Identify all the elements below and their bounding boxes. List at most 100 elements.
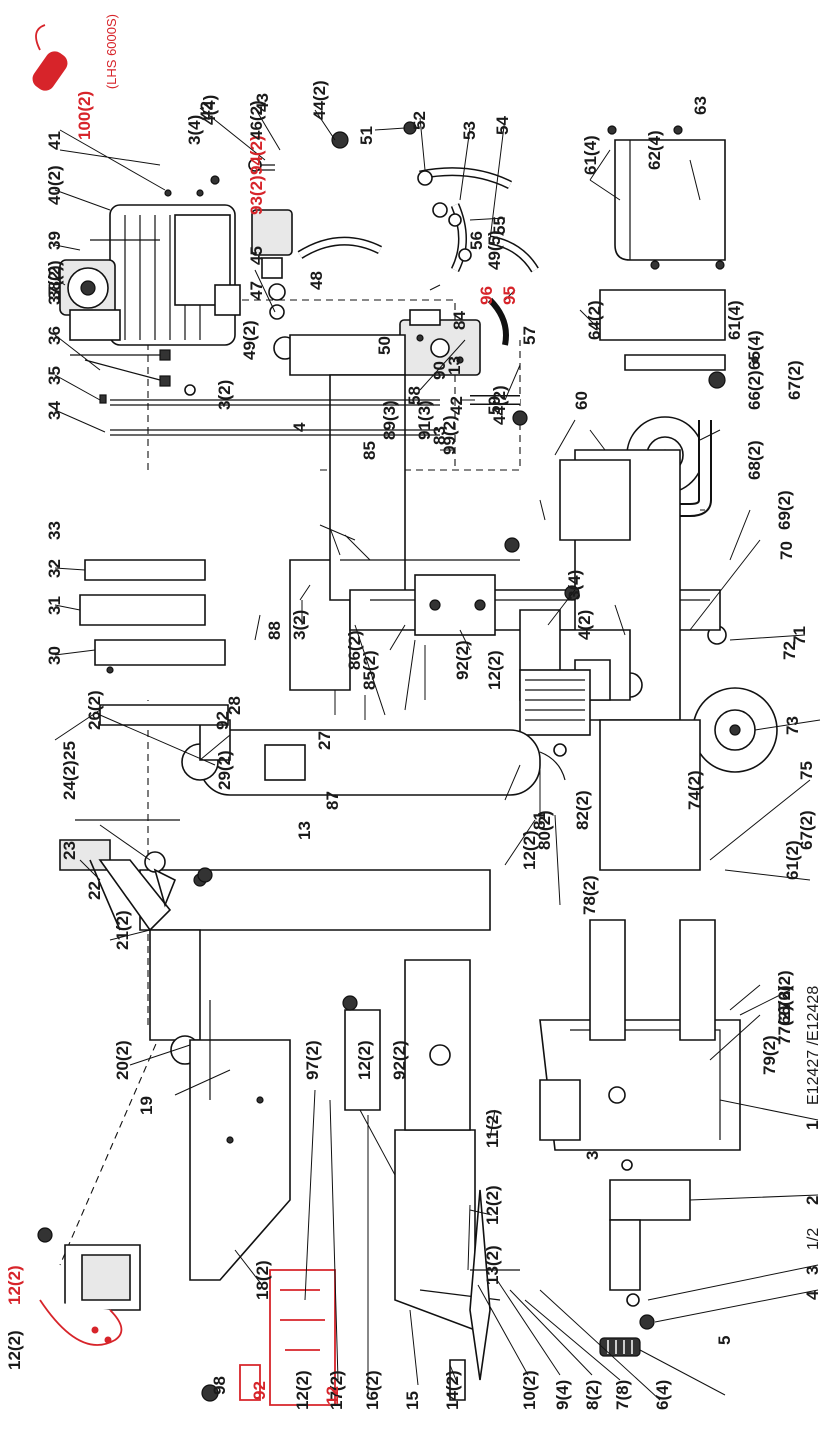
callout-label: 78(2) bbox=[580, 875, 599, 915]
callout-label: 12(2) bbox=[483, 1185, 502, 1225]
callout-label: 30 bbox=[45, 646, 64, 665]
suction-hose bbox=[248, 131, 349, 178]
callout-label: 13 bbox=[445, 356, 464, 375]
table-plate bbox=[189, 1000, 291, 1281]
callout-label: 53 bbox=[460, 121, 479, 140]
page-number: 1/2 bbox=[805, 1228, 822, 1250]
callout-label: 12 bbox=[323, 1386, 342, 1405]
callout-label: 81 bbox=[530, 811, 549, 830]
callout-label: 4(4) bbox=[200, 95, 219, 125]
callout-label: 42 bbox=[197, 101, 216, 120]
callout-label: 70 bbox=[777, 541, 796, 560]
callout-label: 84 bbox=[450, 311, 469, 330]
callout-label: 73 bbox=[783, 716, 802, 735]
callout-label: 36 bbox=[45, 326, 64, 345]
callout-label: 4 bbox=[803, 1290, 822, 1300]
callout-label: 11(2) bbox=[483, 1109, 502, 1148]
callout-label: 4 bbox=[290, 422, 309, 432]
callout-label: 49(2) bbox=[240, 320, 259, 360]
callout-label: 92(2) bbox=[453, 640, 472, 680]
callout-label: 39 bbox=[45, 231, 64, 250]
callout-label: 32 bbox=[45, 559, 64, 578]
callout-label: 89(3) bbox=[380, 400, 399, 440]
callout-label: 12(2) bbox=[5, 1330, 24, 1370]
callout-label: 98 bbox=[210, 1376, 229, 1395]
callout-label: 87 bbox=[323, 791, 342, 810]
callout-label: 18(2) bbox=[253, 1260, 272, 1300]
callout-label: 93(2) bbox=[247, 175, 266, 215]
callout-label: 54 bbox=[493, 116, 512, 135]
callout-label: 45 bbox=[247, 246, 266, 265]
callout-label: 3(4) bbox=[565, 570, 584, 600]
callout-label: 26(2) bbox=[85, 690, 104, 730]
callout-label: 59 bbox=[485, 396, 504, 415]
callout-label: 13(2) bbox=[483, 1245, 502, 1285]
callout-label: 63 bbox=[691, 96, 710, 115]
callout-label: 86(2) bbox=[345, 630, 364, 670]
base-foot bbox=[539, 919, 741, 1151]
main-frame bbox=[289, 334, 721, 871]
coupling-block bbox=[251, 164, 297, 360]
callout-label: 61(2) bbox=[783, 840, 802, 880]
callout-label: 62(4) bbox=[645, 130, 664, 170]
guard-plates bbox=[79, 559, 229, 726]
callout-label: 20(2) bbox=[113, 1040, 132, 1080]
callout-label: 37(2) bbox=[45, 265, 64, 305]
callout-label: 90 bbox=[430, 361, 449, 380]
callout-label: 33 bbox=[45, 521, 64, 540]
callout-label: 48 bbox=[307, 271, 326, 290]
callout-label: 55 bbox=[490, 216, 509, 235]
assembly-line-lever bbox=[59, 999, 176, 1266]
callout-label: 94(2) bbox=[247, 135, 266, 175]
hydraulic-hoses bbox=[297, 121, 539, 273]
control-valve bbox=[399, 297, 528, 426]
callout-label: 38(2) bbox=[45, 260, 64, 300]
callout-label: 60 bbox=[572, 391, 591, 410]
callout-label: 50 bbox=[375, 336, 394, 355]
callout-label: 52 bbox=[410, 111, 429, 130]
callout-label: 49(5) bbox=[485, 230, 504, 270]
accessory-101 bbox=[32, 24, 68, 91]
callout-label: 80(2) bbox=[535, 810, 554, 850]
callout-label: 85 bbox=[360, 441, 379, 460]
callout-label: 12(2) bbox=[5, 1265, 24, 1305]
callout-label: 4(2) bbox=[575, 610, 594, 640]
accessory-cable-98 bbox=[39, 1299, 123, 1346]
callout-label: 44(2) bbox=[310, 80, 329, 120]
accessory-note: (LHS 6000S) bbox=[104, 14, 119, 89]
callout-label: 61(4) bbox=[725, 300, 744, 340]
callout-label: 67(2) bbox=[785, 360, 804, 400]
callout-label: 25 bbox=[60, 741, 79, 760]
callout-label: 61(4) bbox=[581, 135, 600, 175]
callout-label: 41 bbox=[45, 131, 64, 150]
callout-label: 17(2) bbox=[327, 1370, 346, 1410]
callout-label: 71 bbox=[790, 626, 809, 645]
callout-label: 10(2) bbox=[520, 1370, 539, 1410]
callout-label: 35 bbox=[45, 366, 64, 385]
callout-label: 7(8) bbox=[613, 1380, 632, 1410]
callout-label: 66(2) bbox=[775, 985, 794, 1025]
callout-label: 91(3) bbox=[415, 400, 434, 440]
ram-cylinder bbox=[139, 719, 567, 1065]
callout-label: 12(2) bbox=[520, 830, 539, 870]
callout-label: 29(2) bbox=[215, 750, 234, 790]
callout-label: 67(2) bbox=[797, 810, 816, 850]
support-plate bbox=[519, 669, 591, 736]
guard-covers bbox=[599, 125, 759, 371]
callout-label: 79(2) bbox=[760, 1035, 779, 1075]
callout-label: 3 bbox=[803, 1266, 822, 1275]
callout-label: 5 bbox=[715, 1336, 734, 1345]
callout-label: 56 bbox=[467, 231, 486, 250]
callout-label: 46(2) bbox=[247, 100, 266, 140]
callout-label: 83 bbox=[430, 426, 449, 445]
callout-label: 85(2) bbox=[360, 650, 379, 690]
callout-label: 24(2) bbox=[60, 760, 79, 800]
callout-label: 34 bbox=[45, 401, 64, 420]
callout-label: 27 bbox=[315, 731, 334, 750]
leader-lines bbox=[54, 107, 821, 1401]
callout-label: 100(2) bbox=[75, 91, 94, 140]
accessory-bracket-99 bbox=[239, 1269, 336, 1406]
callout-label: 47 bbox=[247, 281, 266, 300]
